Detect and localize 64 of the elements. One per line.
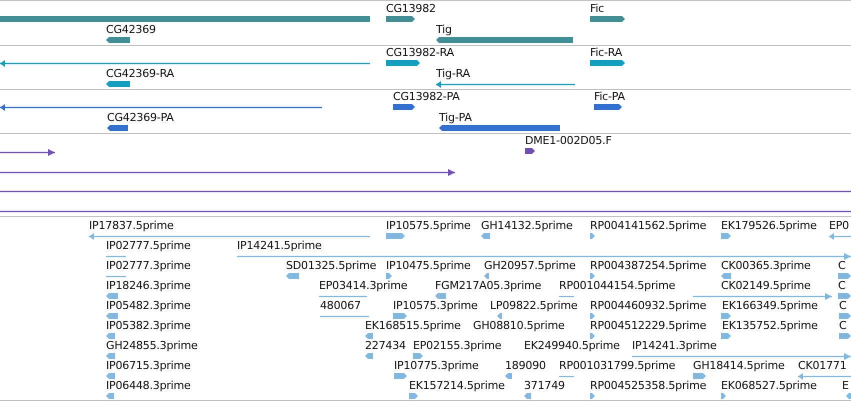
feature-label: RP004525358.5prime: [590, 379, 706, 392]
feature-label: IP14241.5prime: [237, 239, 322, 252]
feature-label: IP10775.3prime: [394, 359, 479, 372]
feature-label: IP10575.5prime: [386, 219, 471, 232]
feature-label: EP03414.3prime: [319, 279, 408, 292]
feature-label: IP14241.3prime: [632, 339, 717, 352]
feature-label: EK157214.5prime: [409, 379, 505, 392]
feature-label: RP004512229.5prime: [590, 319, 706, 332]
feature-label: FGM217A05.3prime: [435, 279, 542, 292]
feature-label: EP0: [829, 219, 849, 232]
feature-label: IP02777.5prime: [106, 239, 191, 252]
feature-label: C: [839, 319, 846, 332]
feature-label: IP18246.3prime: [106, 279, 191, 292]
feature-label: RP004387254.5prime: [590, 259, 706, 272]
feature-label: EK168515.5prime: [365, 319, 461, 332]
feature-label: IP17837.5prime: [89, 219, 174, 232]
feature-label: EK179526.5prime: [721, 219, 817, 232]
feature-label: SD01325.5prime: [286, 259, 376, 272]
feature-label: GH20957.5prime: [484, 259, 576, 272]
feature-label: CG13982: [386, 2, 436, 15]
feature-label: Tig: [436, 23, 452, 36]
feature-label: CG42369-RA: [106, 67, 174, 80]
feature-label: Fic-RA: [590, 46, 622, 59]
feature-label: IP02777.3prime: [106, 259, 191, 272]
feature-label: LP09822.5prime: [490, 299, 578, 312]
feature-label: GH18414.5prime: [693, 359, 785, 372]
feature-label: E: [842, 379, 849, 392]
feature-label: EK068527.5prime: [721, 379, 817, 392]
feature-label: GH14132.5prime: [481, 219, 573, 232]
feature-label: 371749: [524, 379, 565, 392]
feature-label: EP02155.3prime: [413, 339, 502, 352]
feature-label: EK249940.5prime: [524, 339, 620, 352]
feature-label: CK02149.5prime: [721, 279, 811, 292]
feature-label: IP10475.5prime: [386, 259, 471, 272]
feature-label: C: [839, 299, 846, 312]
feature-label: CG42369-PA: [107, 111, 174, 124]
feature-label: CG13982-PA: [393, 90, 460, 103]
feature-label: IP05482.3prime: [106, 299, 191, 312]
feature-label: EK166349.5prime: [722, 299, 818, 312]
feature-label: 227434: [365, 339, 406, 352]
feature-label: EK135752.5prime: [722, 319, 818, 332]
feature-label: Fic-PA: [594, 90, 625, 103]
feature-label: GH24855.3prime: [106, 339, 198, 352]
feature-label: GH08810.5prime: [473, 319, 565, 332]
feature-label: CG42369: [106, 23, 156, 36]
feature-label: RP001044154.5prime: [559, 279, 676, 292]
feature-label: DME1-002D05.F: [525, 134, 612, 147]
feature-label: C: [838, 279, 846, 292]
feature-label: CK01771: [798, 359, 846, 372]
feature-label: IP05382.3prime: [106, 319, 191, 332]
feature-label: C: [838, 259, 846, 272]
feature-label: CK00365.3prime: [721, 259, 811, 272]
feature-label: RP001031799.5prime: [559, 359, 676, 372]
feature-label: Fic: [590, 2, 604, 15]
feature-label: 480067: [320, 299, 361, 312]
feature-label: 189090: [505, 359, 546, 372]
feature-label: IP06715.3prime: [106, 359, 191, 372]
feature-label: IP06448.3prime: [106, 379, 191, 392]
feature-label: Tig-PA: [439, 111, 472, 124]
feature-label: Tig-RA: [436, 67, 470, 80]
feature-label: CG13982-RA: [386, 46, 454, 59]
feature-label: IP10575.3prime: [393, 299, 478, 312]
feature-label: RP004141562.5prime: [590, 219, 706, 232]
feature-label: RP004460932.5prime: [590, 299, 706, 312]
